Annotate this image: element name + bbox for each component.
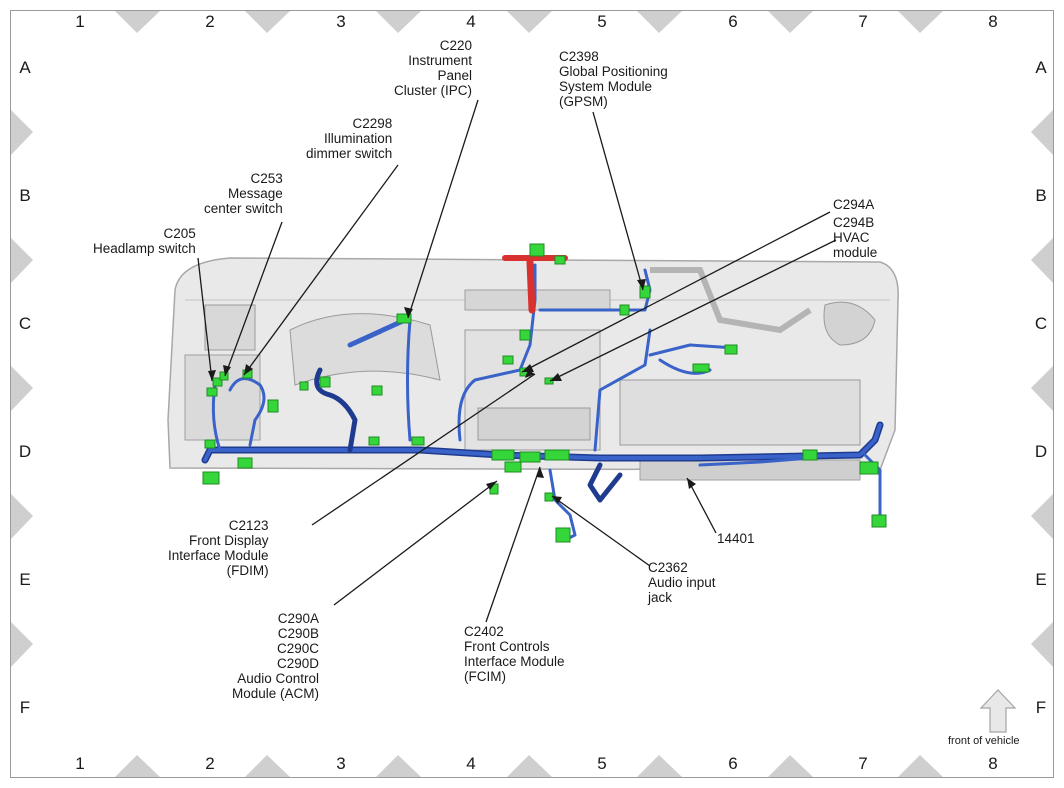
grid-row-c-left: C: [18, 314, 32, 333]
grid-col-2-bottom: 2: [205, 754, 215, 773]
grid-col-1-top: 1: [75, 12, 85, 31]
grid-col-3-top: 3: [336, 12, 346, 31]
front-of-vehicle-label: front of vehicle: [948, 735, 1020, 747]
callout-c2398: C2398 Global Positioning System Module (…: [559, 49, 668, 109]
callout-c294b: C294B HVAC module: [833, 215, 878, 260]
grid-col-3-bottom: 3: [336, 754, 346, 773]
callout-c220: C220 Instrument Panel Cluster (IPC): [394, 38, 473, 98]
grid-row-f-right: F: [1035, 698, 1047, 717]
callout-c294a: C294A: [833, 197, 875, 212]
grid-col-2-top: 2: [205, 12, 215, 31]
leader-lines: [197, 99, 837, 623]
leader-arrowheads: [208, 279, 696, 504]
callout-c2402: C2402 Front Controls Interface Module (F…: [464, 624, 565, 684]
instrument-panel: [167, 257, 899, 481]
grid-col-7-bottom: 7: [858, 754, 868, 773]
grid-col-8-top: 8: [988, 12, 998, 31]
grid-col-5-bottom: 5: [597, 754, 607, 773]
callout-c2123: C2123 Front Display Interface Module (FD…: [168, 518, 269, 578]
connectors: [202, 243, 887, 543]
grid-col-4-top: 4: [466, 12, 476, 31]
grid-row-a-right: A: [1035, 58, 1047, 77]
diagram-frame: [10, 10, 1054, 778]
grid-col-1-bottom: 1: [75, 754, 85, 773]
grid-col-4-bottom: 4: [466, 754, 476, 773]
callout-c2362: C2362 Audio input jack: [648, 560, 716, 605]
grid-row-e-left: E: [19, 570, 31, 589]
callout-c2298: C2298 Illumination dimmer switch: [306, 116, 393, 161]
grid-col-6-bottom: 6: [728, 754, 738, 773]
grid-col-7-top: 7: [858, 12, 868, 31]
grid-row-a-left: A: [19, 58, 31, 77]
grid-row-b-left: B: [19, 186, 31, 205]
callout-c290: C290A C290B C290C C290D Audio Control Mo…: [232, 611, 320, 701]
grid-row-d-left: D: [18, 442, 32, 461]
grid-ticks: [11, 11, 1053, 777]
front-of-vehicle-arrow-icon: [979, 689, 1017, 733]
callout-c253: C253 Message center switch: [204, 171, 283, 216]
callout-14401: 14401: [717, 531, 755, 546]
grid-col-8-bottom: 8: [988, 754, 998, 773]
grid-row-c-right: C: [1034, 314, 1048, 333]
grid-col-5-top: 5: [597, 12, 607, 31]
grid-row-d-right: D: [1034, 442, 1048, 461]
callout-c205: C205 Headlamp switch: [93, 226, 196, 256]
grid-row-b-right: B: [1035, 186, 1047, 205]
grid-row-e-right: E: [1035, 570, 1047, 589]
grid-col-6-top: 6: [728, 12, 738, 31]
grid-row-f-left: F: [19, 698, 31, 717]
